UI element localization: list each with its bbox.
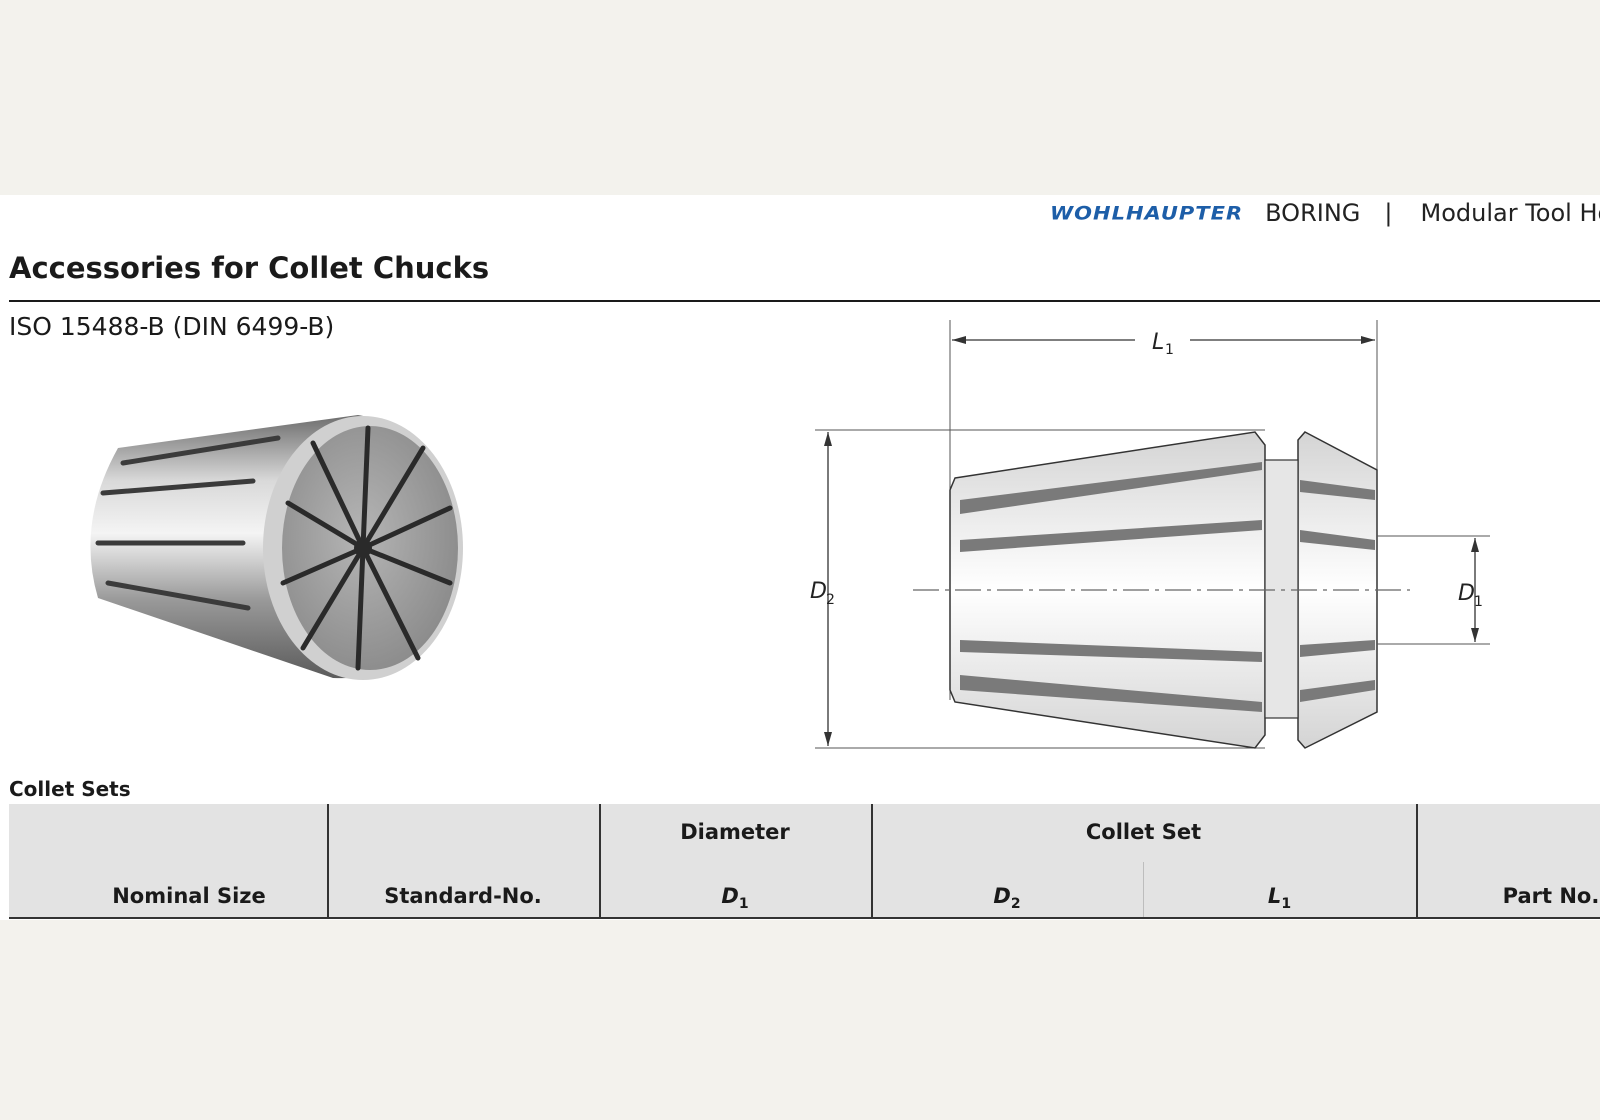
dim-L1-subscript: 1 bbox=[1165, 342, 1174, 358]
column-divider bbox=[1416, 804, 1418, 917]
dim-D2-label: D bbox=[810, 579, 827, 604]
collet-photo bbox=[90, 415, 463, 680]
col-standard-no: Standard-No. bbox=[384, 884, 542, 908]
table-caption: Collet Sets bbox=[9, 777, 131, 801]
brand-subcategory: Modular Tool Holder bbox=[1420, 199, 1600, 227]
brand-separator: | bbox=[1384, 199, 1393, 227]
col-nominal-size: Nominal Size bbox=[112, 884, 266, 908]
title-divider bbox=[9, 300, 1600, 302]
dim-D1-label: D bbox=[1458, 581, 1475, 606]
dim-L1-label: L bbox=[1152, 330, 1164, 355]
col-d2: D2 bbox=[993, 884, 1021, 913]
col-group-collet-set: Collet Set bbox=[1085, 820, 1202, 844]
column-divider bbox=[599, 804, 601, 917]
col-d1: D1 bbox=[721, 884, 749, 913]
dim-D1-subscript: 1 bbox=[1474, 594, 1483, 610]
standard-reference: ISO 15488-B (DIN 6499-B) bbox=[9, 312, 335, 341]
column-divider bbox=[1143, 862, 1144, 917]
col-part-no: Part No. bbox=[1502, 884, 1600, 908]
col-l1: L1 bbox=[1267, 884, 1292, 913]
brand-category: BORING bbox=[1265, 199, 1361, 227]
collet-technical-drawing: L 1 D 2 D bbox=[810, 320, 1490, 749]
brand-logo: WOHLHAUPTER bbox=[1050, 202, 1244, 224]
column-divider bbox=[327, 804, 329, 917]
collet-sets-table-header: Nominal Size Standard-No. Diameter D1 Co… bbox=[9, 804, 1600, 919]
page-title: Accessories for Collet Chucks bbox=[9, 251, 490, 285]
column-divider bbox=[871, 804, 873, 917]
dim-D2-subscript: 2 bbox=[826, 592, 835, 608]
col-group-diameter: Diameter bbox=[680, 820, 790, 844]
catalog-page: WOHLHAUPTER BORING | Modular Tool Holder… bbox=[0, 195, 1600, 920]
brand-bar: WOHLHAUPTER BORING | Modular Tool Holder bbox=[1050, 195, 1600, 231]
